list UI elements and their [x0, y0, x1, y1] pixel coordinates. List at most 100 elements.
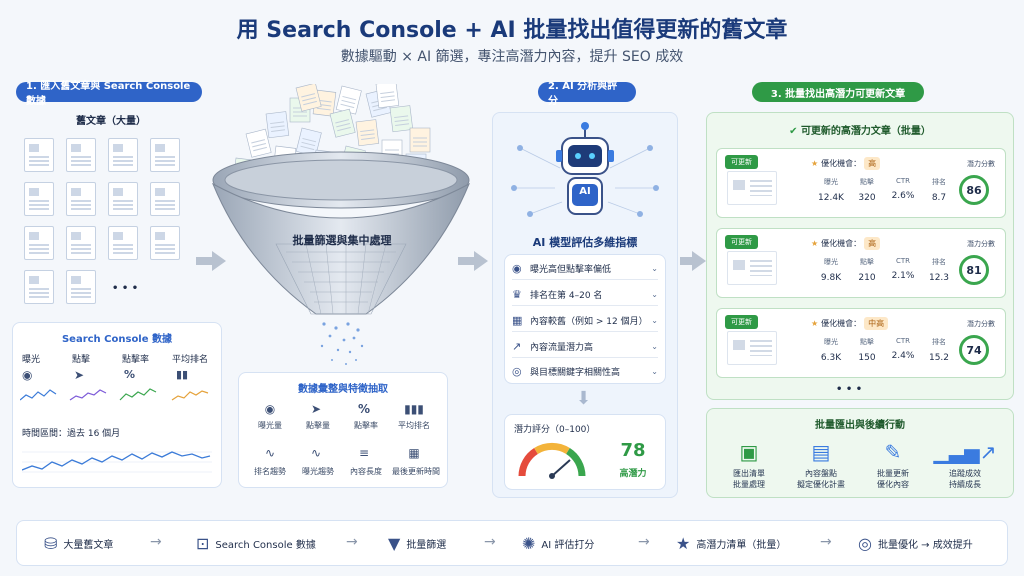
trophy-icon: ♛ — [512, 288, 522, 301]
flow-step-optimize: ◎批量優化 → 成效提升 — [858, 534, 973, 553]
flow-arrow-icon: → — [638, 534, 650, 550]
feature-panel — [238, 372, 448, 488]
flying-doc-icon — [265, 111, 290, 139]
bar-chart-icon: ▮▮▮ — [404, 402, 424, 416]
potential-score-ring: 86 — [959, 175, 989, 205]
docs-ellipsis: • • • — [112, 283, 139, 294]
feature-position: 平均排名 — [398, 421, 430, 430]
cursor-icon: ➤ — [74, 368, 85, 382]
star-icon: ★ — [811, 159, 819, 168]
feature-content-length: 內容長度 — [350, 467, 382, 476]
article-doc-icon — [108, 182, 138, 216]
bar-chart-icon: ▮▮ — [176, 368, 189, 381]
feature-rank-trend: 排名趨勢 — [254, 467, 286, 476]
flow-arrow-icon: → — [346, 534, 358, 550]
bottom-flow-bar — [16, 520, 1008, 566]
action-audit[interactable]: ▤內容盤點擬定優化計畫 — [786, 440, 856, 490]
opportunity-label: ★優化機會：中高 — [811, 317, 889, 330]
eye-icon: ◉ — [512, 262, 522, 275]
metric-position-label: 平均排名 — [172, 355, 209, 365]
target-icon: ◎ — [858, 534, 872, 553]
brain-icon: ✺ — [522, 534, 536, 553]
chevron-down-icon: ⌄ — [651, 290, 658, 299]
page-title: 用 Search Console + AI 批量找出值得更新的舊文章 — [236, 18, 788, 43]
docs-title: 舊文章（大量） — [76, 116, 146, 127]
flow-arrow-icon: → — [150, 534, 162, 550]
flow-step-gsc: ⊡Search Console 數據 — [196, 534, 316, 553]
updatable-tag: 可更新 — [725, 315, 758, 329]
target-icon: ◎ — [512, 364, 522, 378]
action-update[interactable]: ✎批量更新優化內容 — [858, 440, 928, 490]
criterion-2[interactable]: ♛排名在第 4–20 名⌄ — [512, 284, 658, 306]
flying-doc-icon — [329, 108, 356, 138]
article-doc-icon — [108, 226, 138, 260]
metric-impressions-label: 曝光 — [22, 355, 41, 365]
cursor-icon: ➤ — [310, 402, 322, 416]
calendar-icon: ▦ — [408, 446, 420, 460]
robot-icon — [511, 122, 659, 217]
chevron-down-icon: ⌄ — [651, 342, 658, 351]
flow-arrow-1 — [212, 251, 226, 271]
flow-arrow-2 — [474, 251, 488, 271]
cards-ellipsis: • • • — [836, 384, 863, 395]
step2-label: 2. AI 分析與評分 — [538, 81, 636, 107]
step1-label: 1. 匯入舊文章與 Search Console 數據 — [16, 81, 202, 107]
check-circle-icon: ✔ — [789, 126, 801, 137]
updatable-tag: 可更新 — [725, 235, 758, 249]
metric-ctr-label: 點擊率 — [122, 355, 150, 365]
percent-icon: % — [124, 368, 136, 381]
criterion-4[interactable]: ↗內容流量潛力高⌄ — [512, 336, 658, 358]
text-length-icon: ≡ — [358, 446, 370, 460]
flying-doc-icon — [389, 105, 414, 133]
article-doc-icon — [24, 182, 54, 216]
article-thumbnail — [727, 331, 777, 365]
flying-doc-icon — [375, 84, 400, 109]
score-gauge — [518, 442, 586, 479]
action-track[interactable]: ▁▃▅↗追蹤成效持續成長 — [930, 440, 1000, 490]
chevron-down-icon: ⌄ — [651, 264, 658, 273]
potential-score-label: 潛力分數 — [967, 320, 995, 328]
article-doc-icon — [108, 138, 138, 172]
criterion-3[interactable]: ▦內容較舊（例如 > 12 個月）⌄ — [512, 310, 658, 332]
flying-doc-icon — [409, 127, 431, 153]
flying-doc-icon — [295, 84, 322, 112]
feature-title: 數據彙整與特徵抽取 — [298, 384, 388, 395]
article-thumbnail — [727, 171, 777, 205]
potential-score-label: 潛力分數 — [967, 160, 995, 168]
criterion-5[interactable]: ◎與目標關鍵字相關性高⌄ — [512, 364, 658, 378]
time-range-label: 時間區間：過去 16 個月 — [22, 429, 121, 439]
filter-icon: ▼ — [388, 534, 401, 553]
actions-title: 批量匯出與後續行動 — [815, 420, 905, 431]
feature-ctr: 點擊率 — [354, 421, 378, 430]
potential-score-label: 潛力分數 — [967, 240, 995, 248]
opportunity-badge: 高 — [864, 157, 881, 170]
score-text: 高潛力 — [619, 469, 647, 479]
flow-arrow-icon: → — [820, 534, 832, 550]
gsc-title: Search Console 數據 — [61, 334, 173, 345]
chart-window-icon: ⊡ — [196, 534, 210, 553]
action-export[interactable]: ▣匯出清單批量處理 — [714, 440, 784, 490]
article-doc-icon — [150, 182, 180, 216]
article-doc-icon — [66, 270, 96, 304]
edit-icon: ✎ — [884, 440, 902, 464]
chevron-down-icon: ⌄ — [651, 316, 658, 325]
article-doc-icon — [24, 226, 54, 260]
growth-chart-icon: ▁▃▅↗ — [933, 440, 997, 464]
database-icon: ⛁ — [44, 534, 58, 553]
criterion-1[interactable]: ◉曝光高但點擊率偏低⌄ — [512, 258, 658, 280]
flow-arrow-2-shaft — [458, 257, 474, 265]
results-title: 可更新的高潛力文章（批量） — [800, 126, 931, 137]
step3-label: 3. 批量找出高潛力可更新文章 — [752, 82, 924, 102]
metric-sparklines — [20, 388, 209, 401]
flying-doc-icon — [335, 85, 362, 115]
percent-icon: % — [357, 402, 371, 416]
